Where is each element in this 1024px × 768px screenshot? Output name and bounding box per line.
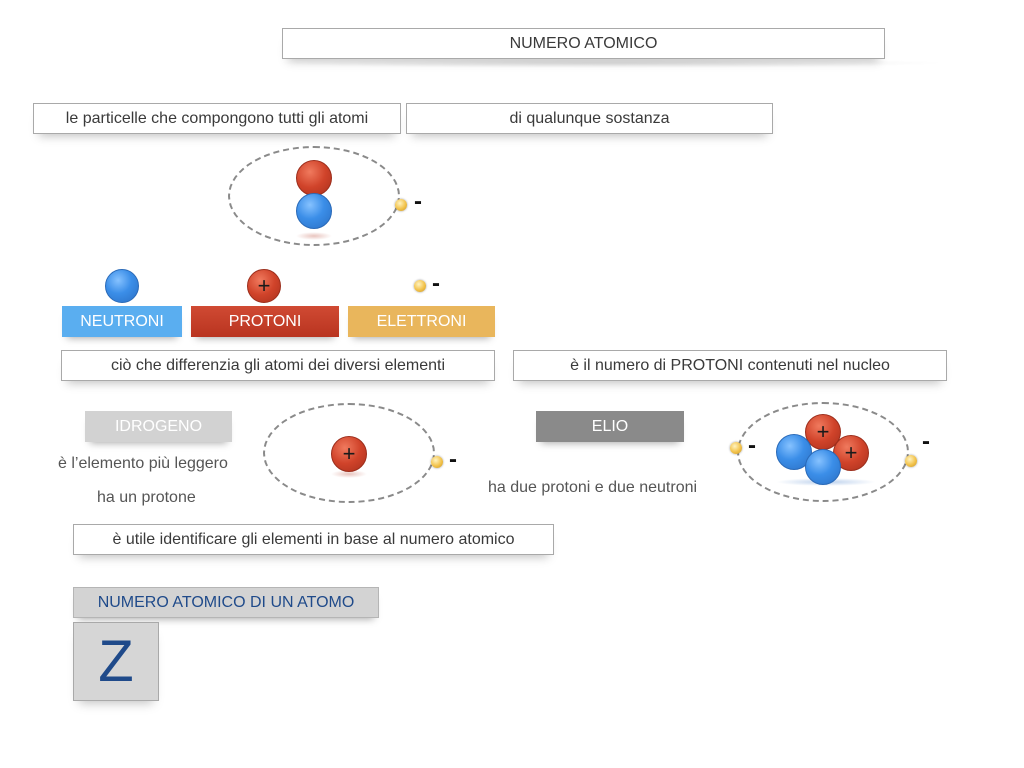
helium-label-text: ELIO [591, 417, 629, 435]
helium-neutron-bottom [805, 449, 841, 485]
page-title: NUMERO ATOMICO [509, 34, 658, 52]
identify-box: è utile identificare gli elementi in bas… [73, 524, 554, 555]
hydrogen-orbit [263, 403, 435, 503]
neutron-label-text: NEUTRONI [80, 312, 164, 330]
legend-electron-icon [414, 280, 426, 292]
atom-electron-minus: - [414, 188, 422, 215]
atom-neutron [296, 193, 332, 229]
helium-electron-right-minus: - [922, 428, 930, 455]
proton-label-text: PROTONI [228, 312, 302, 330]
intro-right-text: di qualunque sostanza [509, 109, 670, 127]
electron-label-text: ELETTRONI [376, 312, 467, 330]
atomic-number-symbol-box: Z [73, 622, 159, 701]
intro-left-box: le particelle che compongono tutti gli a… [33, 103, 401, 134]
helium-electron-right [905, 455, 917, 467]
electron-label: ELETTRONI [348, 306, 495, 337]
helium-proton-right: + [833, 435, 869, 471]
hydrogen-label-text: IDROGENO [114, 417, 203, 435]
legend-proton-plus: + [257, 273, 271, 298]
helium-proton-right-plus: + [844, 440, 858, 465]
definition-right-text: è il numero di PROTONI contenuti nel nuc… [570, 356, 890, 374]
helium-electron-left [730, 442, 742, 454]
definition-left-text: ciò che differenzia gli atomi dei divers… [110, 356, 446, 374]
hydrogen-line2: ha un protone [97, 489, 196, 506]
definition-left-box: ciò che differenzia gli atomi dei divers… [61, 350, 495, 381]
helium-line1: ha due protoni e due neutroni [488, 479, 698, 496]
atom-orbit [228, 146, 400, 246]
atom-electron [395, 199, 407, 211]
hydrogen-shadow [331, 470, 367, 478]
hydrogen-label: IDROGENO [85, 411, 232, 442]
intro-left-text: le particelle che compongono tutti gli a… [65, 109, 369, 127]
legend-electron-minus: - [432, 270, 440, 297]
atom-proton [296, 160, 332, 196]
legend-neutron-icon [105, 269, 139, 303]
hydrogen-electron [431, 456, 443, 468]
hydrogen-proton-plus: + [342, 441, 356, 466]
atomic-number-symbol: Z [98, 629, 134, 694]
helium-proton-top-plus: + [816, 419, 830, 444]
proton-label: PROTONI [191, 306, 339, 337]
identify-text: è utile identificare gli elementi in bas… [112, 530, 515, 548]
hydrogen-electron-minus: - [449, 446, 457, 473]
helium-electron-left-minus: - [748, 432, 756, 459]
atomic-number-label-text: NUMERO ATOMICO DI UN ATOMO [97, 593, 355, 611]
hydrogen-proton: + [331, 436, 367, 472]
hydrogen-line1: è l’elemento più leggero [58, 455, 228, 472]
intro-right-box: di qualunque sostanza [406, 103, 773, 134]
title-box: NUMERO ATOMICO [282, 28, 885, 59]
helium-label: ELIO [536, 411, 684, 442]
definition-right-box: è il numero di PROTONI contenuti nel nuc… [513, 350, 947, 381]
legend-proton-icon: + [247, 269, 281, 303]
title-shadow [270, 58, 950, 68]
atomic-number-label: NUMERO ATOMICO DI UN ATOMO [73, 587, 379, 618]
atom-shadow [296, 232, 332, 240]
neutron-label: NEUTRONI [62, 306, 182, 337]
